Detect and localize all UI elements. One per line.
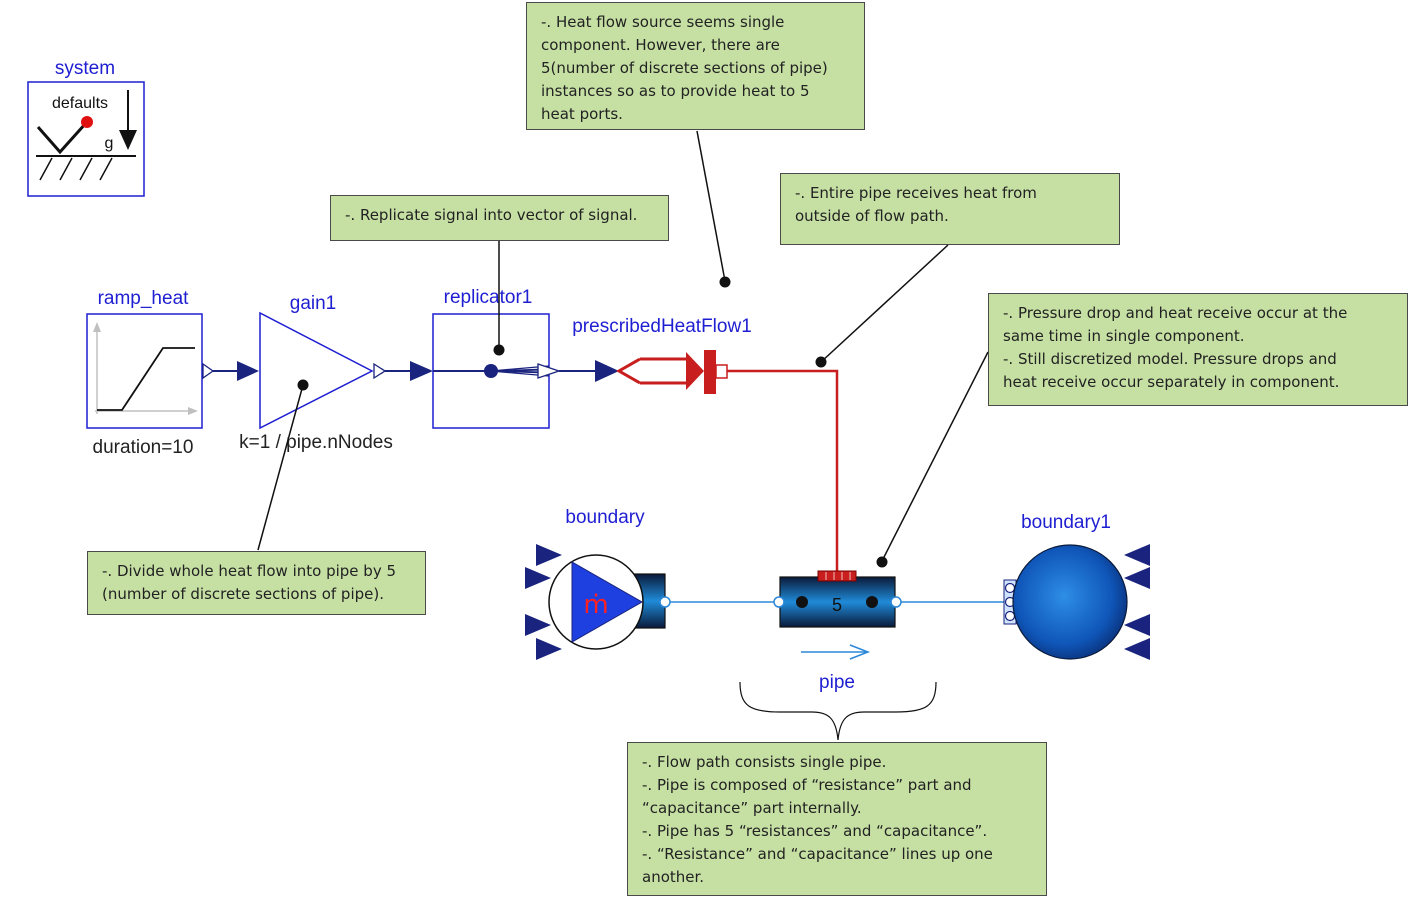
note-line: -. Pipe is composed of “resistance” part… [642, 776, 972, 794]
callout-leaders [257, 130, 989, 562]
note-line: “capacitance” part internally. [642, 799, 862, 817]
connection-heat-pipe [727, 369, 839, 572]
boundary-input-ports[interactable] [525, 544, 562, 660]
heat-arrow-icon [686, 352, 704, 390]
pipe-nodes-text: 5 [832, 595, 842, 615]
note-line: -. Still discretized model. Pressure dro… [1003, 350, 1337, 368]
ramp-heat-param: duration=10 [93, 437, 194, 458]
pipe-label: pipe [819, 672, 855, 693]
note-line: -. Heat flow source seems single [541, 13, 785, 31]
gravity-text: g [105, 135, 114, 152]
note-divide: -. Divide whole heat flow into pipe by 5… [87, 551, 426, 615]
pipe-heat-ports[interactable] [817, 570, 857, 582]
note-line: -. Pipe has 5 “resistances” and “capacit… [642, 822, 988, 840]
boundary-fluid-port[interactable] [659, 596, 671, 608]
heatflow-output-port[interactable] [715, 364, 728, 379]
note-line: -. Pressure drop and heat receive occur … [1003, 304, 1348, 322]
replicator1-input-port[interactable] [410, 361, 433, 381]
mass-flow-symbol: ṁ [583, 590, 608, 620]
ramp-icon [97, 347, 195, 411]
callout-dots [297, 276, 888, 568]
replicator1-output-port[interactable] [537, 363, 562, 379]
gain1-block[interactable]: gain1 k=1 / pipe.nNodes [237, 293, 393, 453]
note-line: outside of flow path. [795, 207, 949, 225]
boundary1-label: boundary1 [1021, 512, 1111, 533]
ramp-output-port[interactable] [202, 362, 215, 380]
gain1-input-port[interactable] [237, 361, 259, 381]
check-icon [36, 121, 88, 155]
note-line: -. Divide whole heat flow into pipe by 5 [102, 562, 397, 580]
system-block[interactable]: system defaults g [27, 58, 145, 197]
heatflow-input-port[interactable] [595, 360, 619, 382]
red-dot-icon [81, 116, 93, 128]
prescribed-heat-flow-label: prescribedHeatFlow1 [572, 316, 752, 337]
gain1-label: gain1 [290, 293, 337, 314]
boundary1-block[interactable]: boundary1 [1003, 512, 1150, 660]
boundary-label: boundary [565, 507, 645, 528]
note-pressure-drop: -. Pressure drop and heat receive occur … [988, 293, 1408, 406]
replicator1-block[interactable]: replicator1 [410, 287, 562, 429]
pipe-block[interactable]: 5 pipe [773, 570, 902, 693]
note-line: 5(number of discrete sections of pipe) [541, 59, 828, 77]
boundary1-input-ports[interactable] [1124, 544, 1150, 660]
gain1-output-port[interactable] [373, 362, 387, 380]
system-label: system [55, 58, 115, 79]
reservoir-sphere-icon [1012, 544, 1128, 660]
replicator1-label: replicator1 [444, 287, 533, 308]
note-line: -. “Resistance” and “capacitance” lines … [642, 845, 993, 863]
ramp-heat-block[interactable]: ramp_heat duration=10 [86, 288, 215, 458]
note-line: -. Entire pipe receives heat from [795, 184, 1037, 202]
note-heat-source: -. Heat flow source seems single compone… [526, 2, 865, 130]
boundary-block[interactable]: boundary ṁ [525, 507, 671, 660]
system-defaults-text: defaults [52, 95, 108, 112]
note-line: -. Flow path consists single pipe. [642, 753, 887, 771]
note-flow-path: -. Flow path consists single pipe. -. Pi… [627, 742, 1047, 896]
note-line: heat ports. [541, 105, 623, 123]
note-entire-pipe: -. Entire pipe receives heat from outsid… [780, 173, 1120, 245]
note-line: heat receive occur separately in compone… [1003, 373, 1340, 391]
ground-hatch [39, 157, 113, 181]
pipe-brace [739, 681, 937, 741]
note-line: -. Replicate signal into vector of signa… [345, 206, 638, 224]
note-line: another. [642, 868, 705, 886]
ramp-heat-label: ramp_heat [98, 288, 190, 309]
prescribed-heat-flow-block[interactable]: prescribedHeatFlow1 [572, 316, 752, 394]
note-line: same time in single component. [1003, 327, 1245, 345]
pipe-port-b[interactable] [890, 596, 902, 608]
note-replicate: -. Replicate signal into vector of signa… [330, 195, 669, 241]
gain1-param: k=1 / pipe.nNodes [239, 432, 393, 453]
pipe-port-a[interactable] [773, 596, 785, 608]
note-line: instances so as to provide heat to 5 [541, 82, 810, 100]
note-line: (number of discrete sections of pipe). [102, 585, 384, 603]
note-line: component. However, there are [541, 36, 780, 54]
